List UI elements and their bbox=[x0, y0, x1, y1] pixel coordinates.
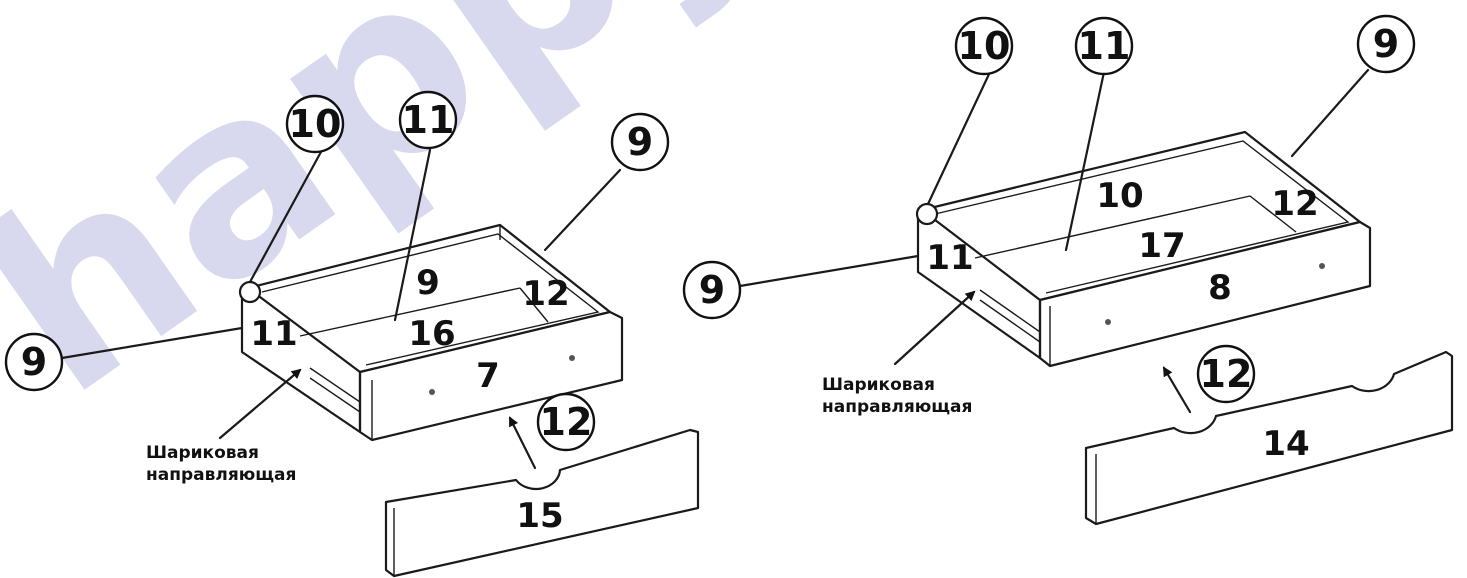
svg-text:9: 9 bbox=[1373, 22, 1399, 66]
right-leader-9-top bbox=[1290, 68, 1370, 158]
left-drawer: 9 16 12 11 7 10 11 9 9 12 bbox=[4, 90, 700, 578]
svg-text:12: 12 bbox=[1200, 352, 1253, 396]
right-callout-12: 12 bbox=[1196, 344, 1256, 404]
right-drawer-divider-2 bbox=[1249, 195, 1297, 233]
right-drawer-screw-2 bbox=[1319, 263, 1325, 269]
left-slide-arrow bbox=[218, 368, 302, 440]
left-leader-11 bbox=[393, 148, 432, 322]
left-drawer-divider bbox=[299, 287, 521, 337]
right-drawer-divider bbox=[974, 195, 1251, 259]
svg-text:11: 11 bbox=[402, 98, 455, 142]
left-callout-9-side: 9 bbox=[4, 332, 64, 392]
svg-text:11: 11 bbox=[1078, 24, 1131, 68]
left-part-label-9: 9 bbox=[416, 263, 440, 303]
svg-text:9: 9 bbox=[627, 120, 653, 164]
left-callout-10: 10 bbox=[285, 94, 345, 154]
left-part-label-7: 7 bbox=[476, 356, 500, 396]
right-drawer-runner-line bbox=[979, 289, 1041, 333]
right-part-label-11: 11 bbox=[926, 238, 973, 278]
left-drawer-runner-line-2 bbox=[309, 377, 361, 413]
right-leader-10 bbox=[926, 70, 992, 206]
left-leader-9-side bbox=[60, 326, 244, 360]
left-callout-9-top: 9 bbox=[610, 112, 670, 172]
left-drawer-divider-2 bbox=[519, 287, 549, 323]
svg-text:10: 10 bbox=[289, 102, 342, 146]
right-drawer-runner-line-2 bbox=[979, 299, 1041, 343]
right-part-label-8: 8 bbox=[1208, 268, 1232, 308]
left-drawer-screw bbox=[429, 389, 435, 395]
right-callout-9-top: 9 bbox=[1356, 14, 1416, 74]
left-part-label-12: 12 bbox=[522, 274, 569, 314]
right-leader-9-side bbox=[738, 254, 920, 288]
svg-text:10: 10 bbox=[958, 24, 1011, 68]
right-slide-arrow bbox=[893, 290, 976, 366]
right-drawer-knob bbox=[915, 202, 939, 226]
right-front-arrow bbox=[1162, 366, 1192, 414]
svg-text:9: 9 bbox=[699, 268, 725, 312]
left-part-label-15: 15 bbox=[516, 496, 563, 536]
right-part-label-17: 17 bbox=[1138, 226, 1185, 266]
left-callout-12: 12 bbox=[536, 392, 596, 452]
left-drawer-screw-2 bbox=[569, 355, 575, 361]
right-note-line-1: Шариковая bbox=[822, 375, 935, 395]
right-drawer-screw bbox=[1105, 319, 1111, 325]
right-callout-10: 10 bbox=[954, 16, 1014, 76]
svg-text:12: 12 bbox=[540, 400, 593, 444]
left-drawer-runner-line bbox=[309, 367, 361, 403]
right-drawer-left-side bbox=[916, 210, 1042, 360]
right-leader-11 bbox=[1064, 70, 1106, 252]
left-part-label-16: 16 bbox=[408, 314, 455, 354]
right-part-label-10: 10 bbox=[1096, 176, 1143, 216]
right-drawer: 10 17 12 11 8 10 11 9 9 12 bbox=[682, 14, 1454, 526]
right-drawer-inner-rim bbox=[934, 140, 1350, 294]
right-part-label-12: 12 bbox=[1271, 184, 1318, 224]
left-note-line-1: Шариковая bbox=[146, 443, 259, 463]
right-callout-11: 11 bbox=[1074, 16, 1134, 76]
left-part-label-11: 11 bbox=[250, 314, 297, 354]
right-callout-9-side: 9 bbox=[682, 260, 742, 320]
left-leader-10 bbox=[248, 148, 324, 284]
left-drawer-knob bbox=[238, 280, 262, 304]
left-front-arrow bbox=[508, 416, 537, 470]
svg-text:9: 9 bbox=[21, 340, 47, 384]
right-drawer-front-panel bbox=[1038, 220, 1372, 368]
right-part-label-14: 14 bbox=[1262, 424, 1309, 464]
left-leader-9-top bbox=[543, 168, 622, 252]
left-handle-panel bbox=[384, 428, 700, 578]
right-handle-panel bbox=[1084, 350, 1454, 526]
left-callout-11: 11 bbox=[398, 90, 458, 150]
left-note-line-2: направляющая bbox=[146, 465, 296, 485]
left-drawer-inner-rim bbox=[261, 233, 600, 366]
right-note-line-2: направляющая bbox=[822, 397, 972, 417]
